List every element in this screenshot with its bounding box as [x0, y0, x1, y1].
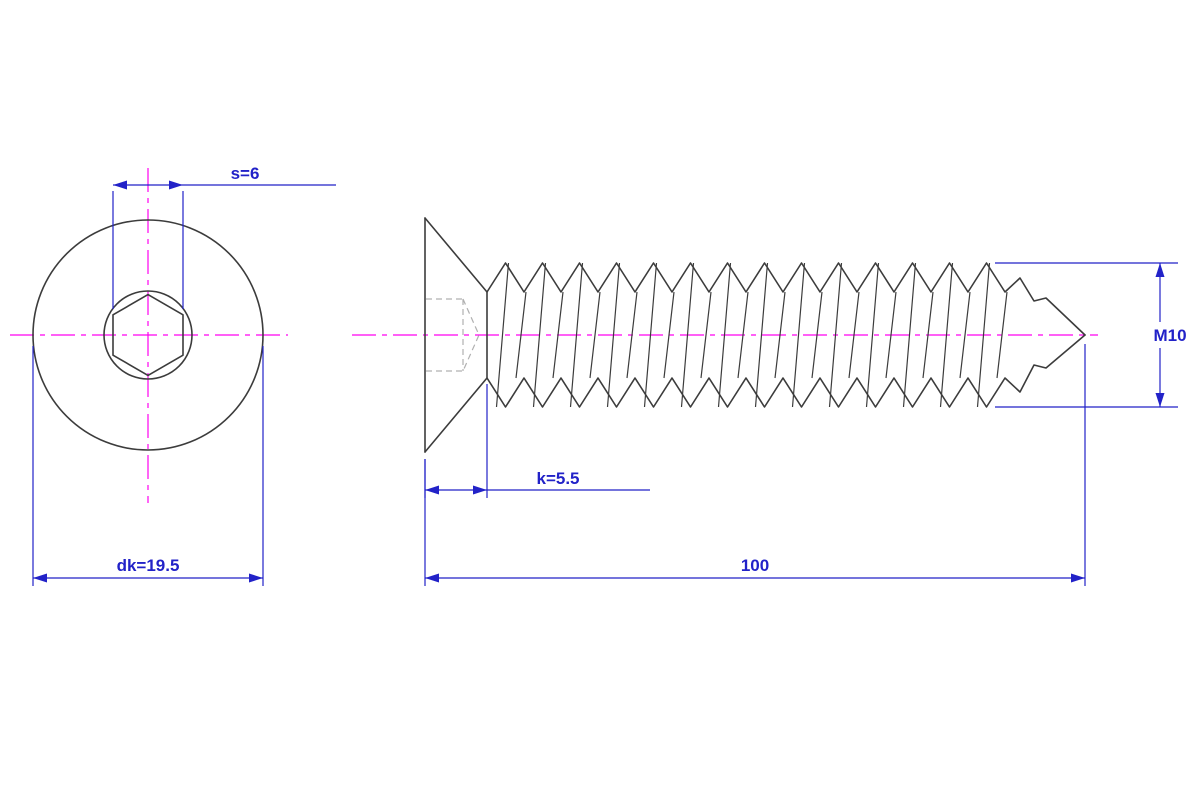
arrowhead-left: [113, 180, 127, 190]
screw-top-profile: [424, 217, 1086, 336]
extension-line: [424, 344, 1086, 586]
thread-crest-lines: [495, 262, 991, 408]
arrowhead-right: [473, 485, 487, 495]
socket-chamfer-circle: [103, 290, 193, 380]
arrowhead-right: [249, 573, 263, 583]
arrowhead-left: [33, 573, 47, 583]
extension-line: [995, 262, 1178, 408]
dimension-head-height: k=5.5: [424, 384, 650, 498]
arrowhead-left: [425, 485, 439, 495]
arrowhead-top: [1155, 263, 1165, 277]
side-view-screw: [424, 217, 1086, 453]
extension-line: [32, 346, 264, 586]
extension-line: [112, 191, 184, 309]
dimension-label-m10: M10: [1153, 326, 1186, 345]
label-background: [1142, 322, 1198, 348]
front-view-head: [32, 219, 264, 451]
screw-bottom-profile: [424, 334, 1086, 453]
arrowhead-bottom: [1155, 393, 1165, 407]
arrowhead-right: [169, 180, 183, 190]
dimension-label-k: k=5.5: [536, 469, 579, 488]
head-outer-circle: [32, 219, 264, 451]
arrowhead-right: [1071, 573, 1085, 583]
dimension-overall-length: 100: [424, 344, 1086, 586]
dimension-label-s: s=6: [231, 164, 260, 183]
dimension-socket-width: s=6: [112, 164, 336, 309]
centerlines: [10, 168, 1098, 503]
hex-socket: [112, 293, 184, 377]
dimension-thread-size: M10: [995, 262, 1198, 408]
dimension-head-diameter: dk=19.5: [32, 346, 264, 586]
thread-root-lines: [515, 291, 1008, 379]
dimension-label-length: 100: [741, 556, 769, 575]
arrowhead-left: [425, 573, 439, 583]
dimension-label-dk: dk=19.5: [117, 556, 180, 575]
